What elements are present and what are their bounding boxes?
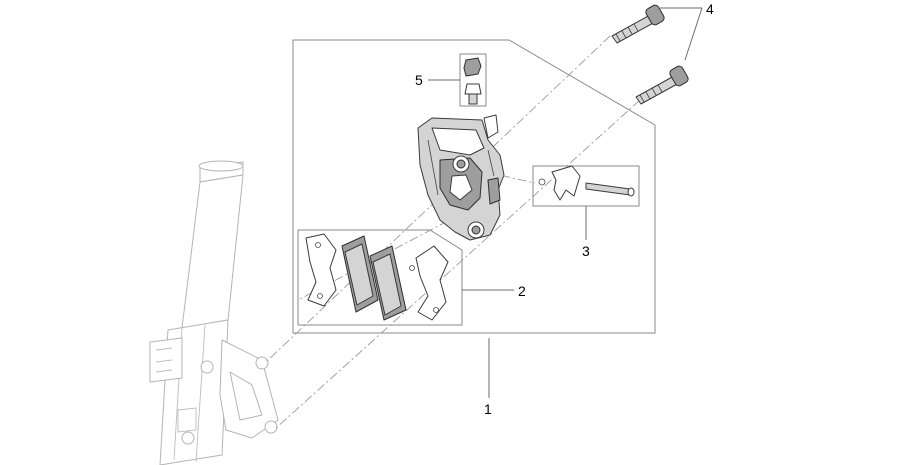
callout-2: 2 [518, 283, 526, 299]
callout-1: 1 [484, 401, 492, 417]
alignment-lines [265, 35, 641, 429]
callout-5: 5 [415, 72, 423, 88]
callout-3: 3 [582, 243, 590, 259]
callout-4: 4 [706, 1, 714, 17]
bleeder-valve-drawing [459, 53, 487, 107]
brake-caliper-drawing [417, 114, 505, 241]
pad-pin-kit-drawing [532, 165, 640, 207]
brake-pads-drawing [297, 229, 463, 326]
caliper-bolt-lower [635, 65, 689, 105]
assembly-frame [292, 39, 656, 334]
fork-leg-drawing [149, 160, 279, 465]
leader-lines [428, 7, 703, 398]
caliper-bolt-upper [611, 4, 665, 44]
